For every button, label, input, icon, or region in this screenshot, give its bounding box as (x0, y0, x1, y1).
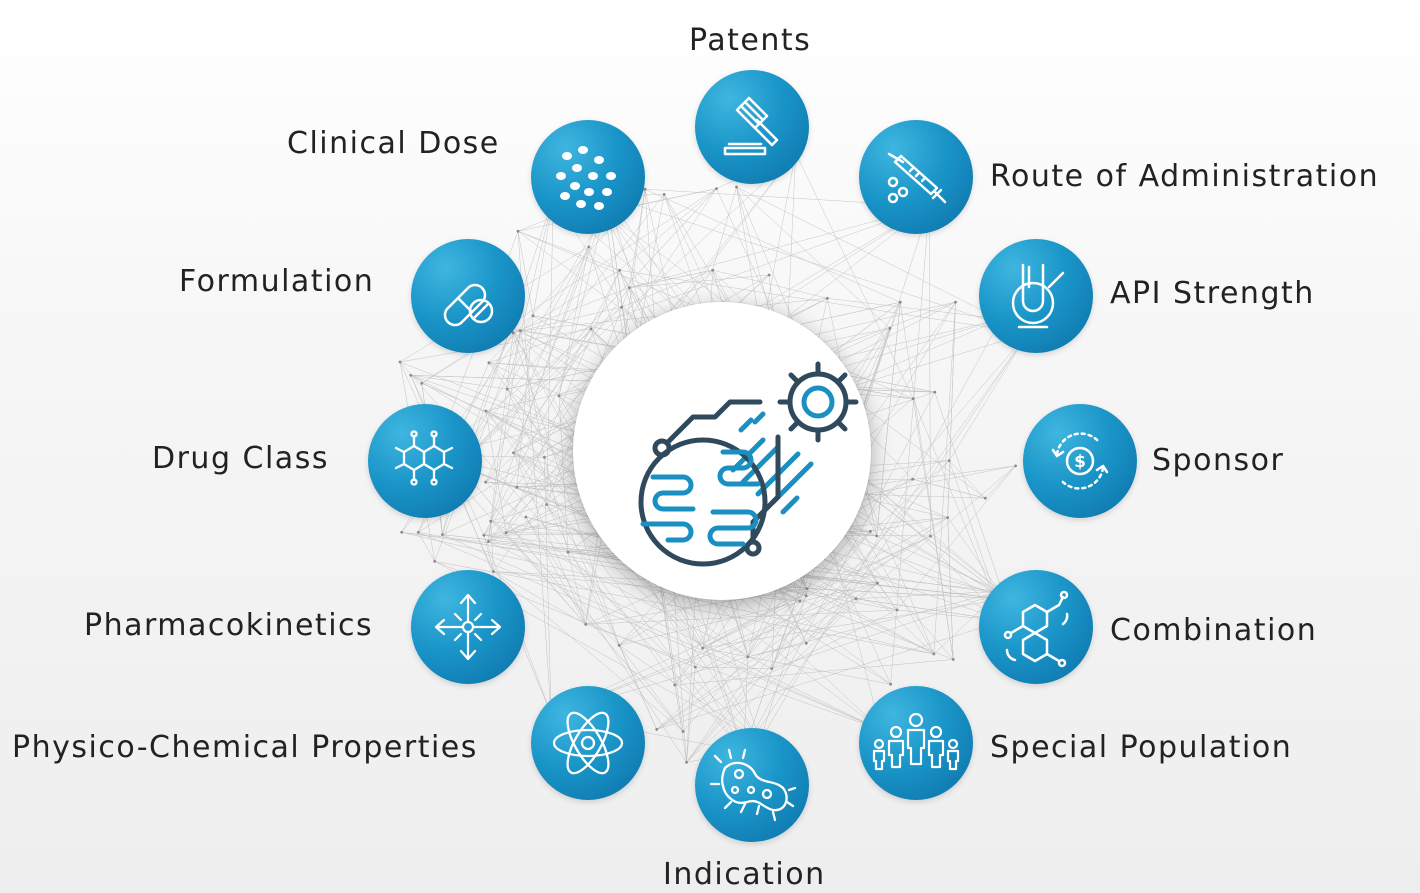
dollar-cycle-icon: $ (1051, 432, 1109, 490)
label-drug-class: Drug Class (152, 441, 329, 476)
molecule-icon (1003, 590, 1069, 668)
capsule-icon (443, 283, 494, 327)
label-route-of-administration: Route of Administration (990, 159, 1380, 194)
label-sponsor: Sponsor (1152, 443, 1285, 478)
label-indication: Indication (663, 857, 826, 892)
center-hub (573, 302, 871, 600)
node-combination (979, 570, 1093, 684)
label-clinical-dose: Clinical Dose (287, 126, 500, 161)
node-route-of-administration (859, 120, 973, 234)
test-tube-icon (1011, 263, 1065, 329)
arrows-out-icon (434, 593, 502, 661)
node-clinical-dose (531, 120, 645, 234)
node-patents (695, 70, 809, 184)
label-formulation: Formulation (179, 264, 375, 299)
people-icon (872, 712, 960, 771)
gavel-icon (723, 96, 779, 156)
node-pharmacokinetics (411, 570, 525, 684)
node-indication (695, 728, 809, 842)
label-physico-chemical-properties: Physico-Chemical Properties (12, 730, 478, 765)
node-drug-class (368, 404, 482, 518)
pills-icon (556, 146, 616, 210)
bacteria-icon (709, 748, 797, 822)
syringe-icon (887, 152, 947, 204)
atom-icon (552, 711, 624, 775)
node-physico-chemical-properties (531, 686, 645, 800)
node-formulation (411, 239, 525, 353)
label-pharmacokinetics: Pharmacokinetics (84, 608, 374, 643)
chemical-structure-icon (394, 430, 454, 486)
label-api-strength: API Strength (1110, 276, 1315, 311)
label-special-population: Special Population (990, 730, 1293, 765)
node-api-strength (979, 239, 1093, 353)
globe-gear-icon (638, 361, 859, 567)
label-patents: Patents (689, 23, 812, 58)
node-special-population (859, 686, 973, 800)
svg-text:$: $ (1074, 452, 1086, 472)
label-combination: Combination (1110, 613, 1318, 648)
node-sponsor: $ (1023, 404, 1137, 518)
